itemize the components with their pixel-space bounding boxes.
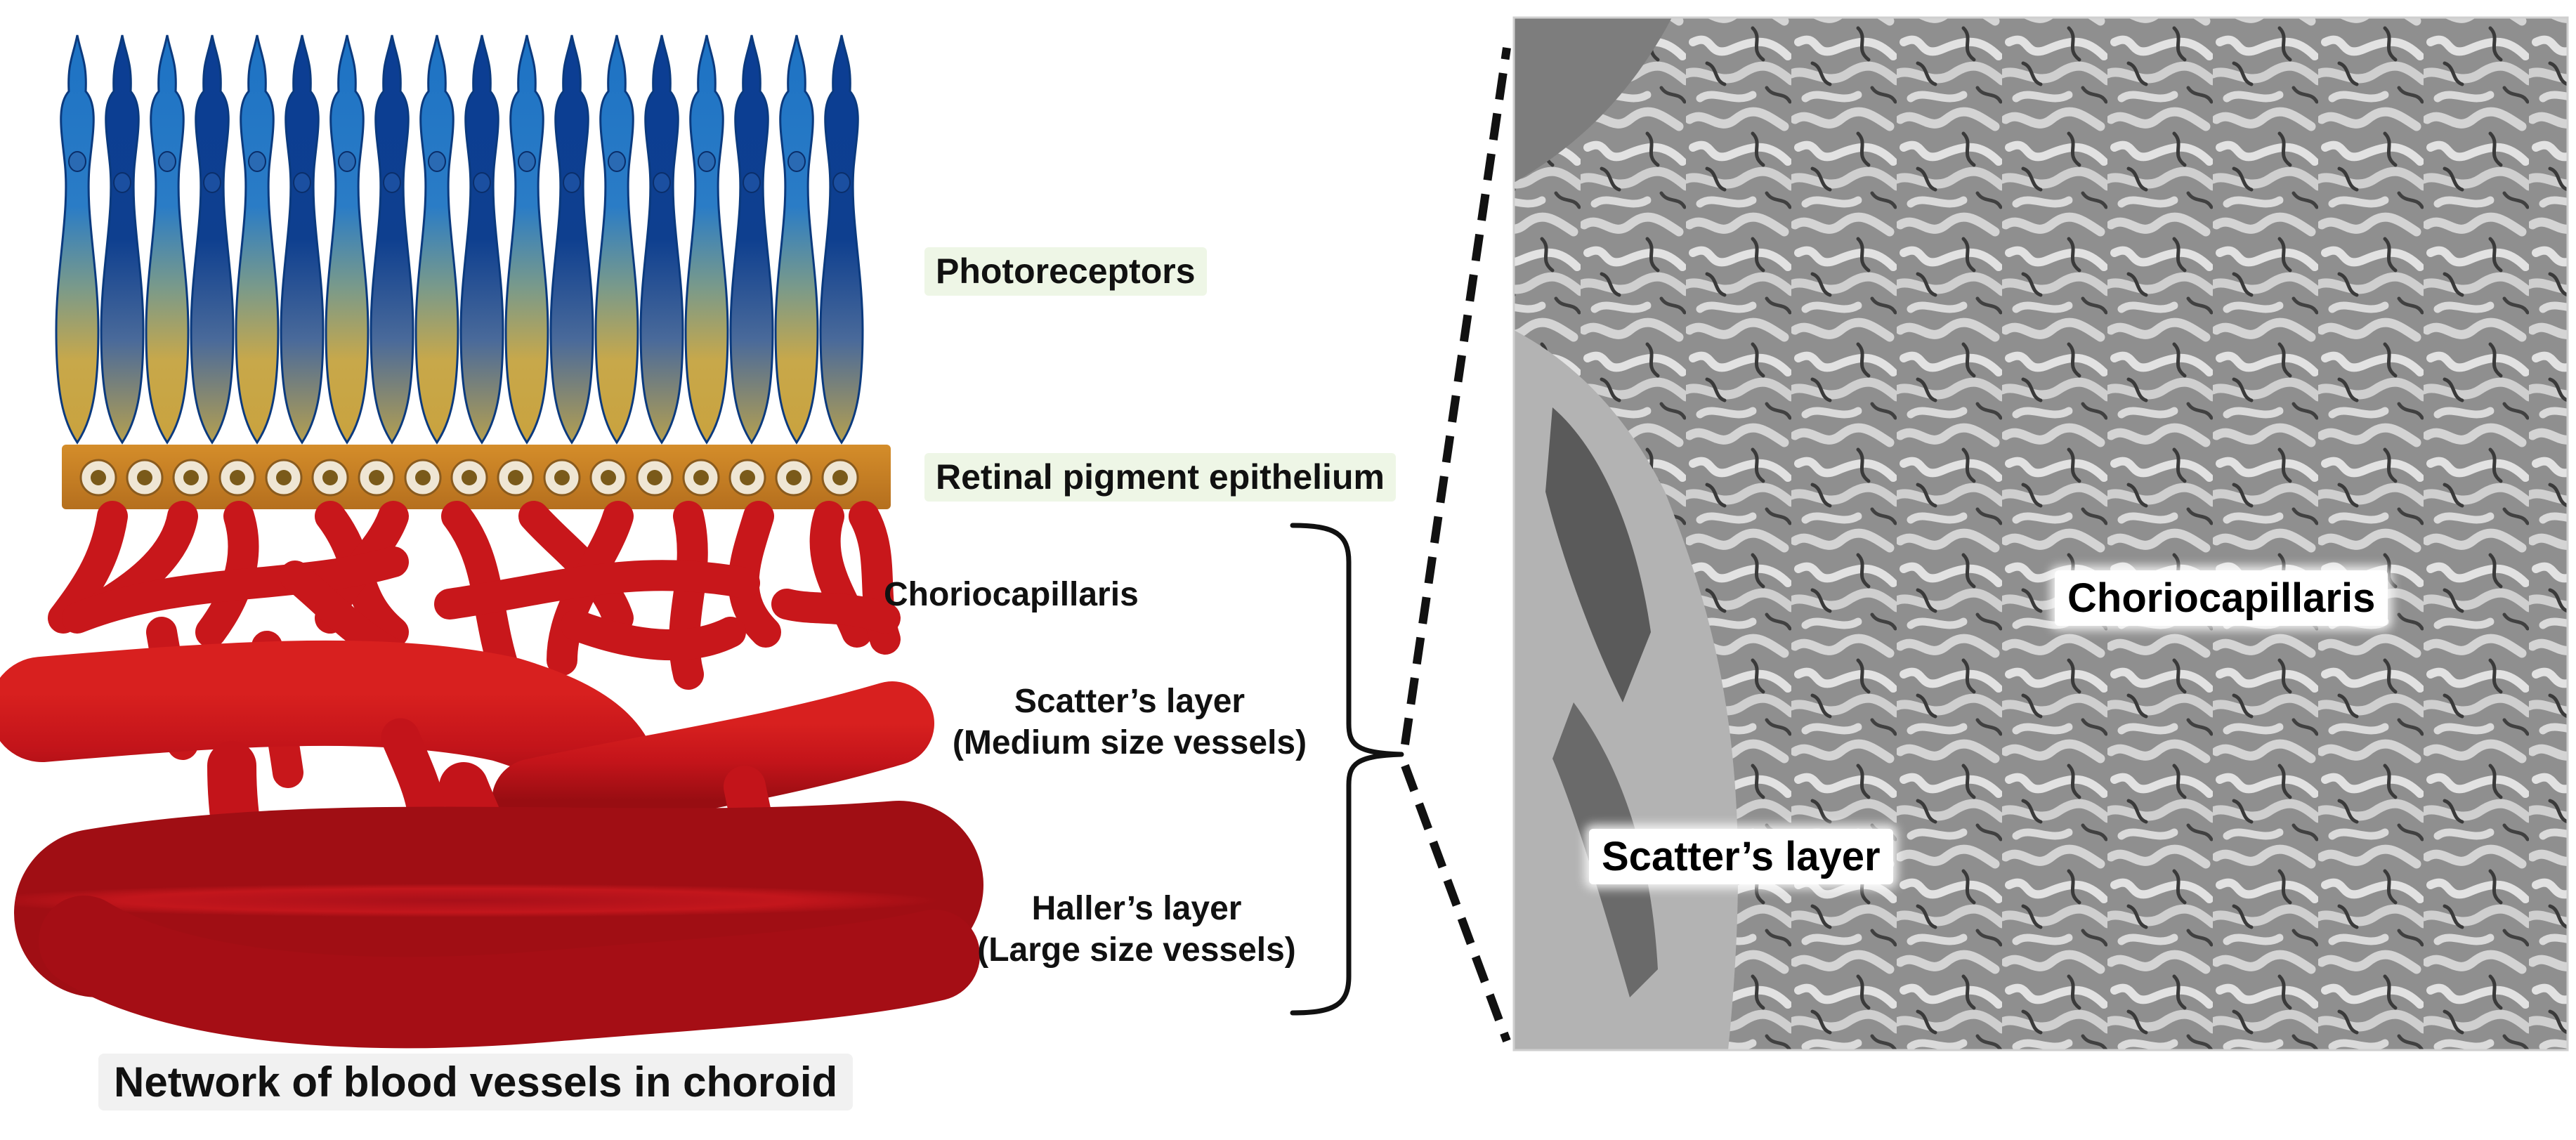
label-photoreceptors: Photoreceptors (924, 247, 1207, 296)
sem-label-choriocapillaris: Choriocapillaris (2055, 570, 2388, 626)
photoreceptor-cell (414, 34, 459, 445)
rpe-nucleus (276, 470, 292, 485)
photoreceptor-nucleus (473, 172, 491, 193)
rpe-nucleus (508, 470, 523, 485)
photoreceptor-nucleus (113, 172, 131, 193)
photoreceptor-nucleus (832, 172, 851, 193)
rpe-nucleus (183, 470, 199, 485)
label-retinal-pigment-epithelium: Retinal pigment epithelium (924, 453, 1396, 502)
label-hallers-layer-detail: (Large size vessels) (977, 931, 1296, 969)
label-scatters-layer-detail: (Medium size vessels) (952, 723, 1307, 761)
sem-micrograph (1512, 16, 2569, 1051)
photoreceptor-nucleus (787, 151, 806, 172)
photoreceptor-cell (325, 34, 370, 445)
figure-caption: Network of blood vessels in choroid (98, 1054, 854, 1110)
choroid-vessels (0, 501, 983, 1049)
rpe-nucleus (647, 470, 662, 485)
photoreceptor-cell (190, 34, 235, 445)
photoreceptor-nucleus (428, 151, 446, 172)
photoreceptor-nucleus (293, 172, 311, 193)
photoreceptor-cell (549, 34, 594, 445)
photoreceptor-nucleus (743, 172, 761, 193)
photoreceptor-nucleus (698, 151, 716, 172)
rpe-band (62, 445, 891, 509)
zoom-connector (1401, 47, 1511, 1043)
photoreceptor-nucleus (563, 172, 581, 193)
photoreceptor-cell (504, 34, 549, 445)
photoreceptor-cell (145, 34, 190, 445)
rpe-nucleus (601, 470, 616, 485)
photoreceptor-nucleus (383, 172, 401, 193)
rpe-nucleus (230, 470, 245, 485)
rpe-nucleus (369, 470, 384, 485)
label-scatters-layer: Scatter’s layer (Medium size vessels) (933, 681, 1326, 764)
photoreceptor-cell (819, 34, 864, 445)
rpe-nucleus (322, 470, 338, 485)
rpe-nucleus (137, 470, 152, 485)
label-hallers-layer: Haller’s layer (Large size vessels) (954, 889, 1319, 971)
rpe-nucleus (832, 470, 848, 485)
rpe-nucleus (415, 470, 431, 485)
rpe-nucleus (740, 470, 755, 485)
rpe-nucleus (786, 470, 802, 485)
photoreceptor-cell (774, 34, 819, 445)
rpe-nucleus (462, 470, 477, 485)
label-hallers-layer-name: Haller’s layer (1031, 890, 1242, 927)
rpe-nucleus (693, 470, 709, 485)
photoreceptor-nucleus (338, 151, 356, 172)
photoreceptor-cell (684, 34, 729, 445)
label-scatters-layer-name: Scatter’s layer (1014, 683, 1245, 720)
layer-bracket (1290, 523, 1404, 1016)
photoreceptor-nucleus (68, 151, 86, 172)
photoreceptor-cell (459, 34, 504, 445)
photoreceptor-cell (280, 34, 325, 445)
photoreceptor-cell (370, 34, 414, 445)
rpe-nucleus (554, 470, 570, 485)
photoreceptor-cell (55, 34, 100, 445)
photoreceptor-cell (235, 34, 280, 445)
photoreceptor-nucleus (608, 151, 626, 172)
photoreceptor-nucleus (518, 151, 536, 172)
photoreceptor-cell (729, 34, 774, 445)
photoreceptor-cells (55, 34, 864, 445)
photoreceptor-cell (100, 34, 145, 445)
label-choriocapillaris: Choriocapillaris (884, 576, 1139, 613)
photoreceptor-nucleus (158, 151, 176, 172)
photoreceptor-nucleus (248, 151, 266, 172)
photoreceptor-cell (639, 34, 684, 445)
photoreceptor-nucleus (653, 172, 671, 193)
photoreceptor-cell (594, 34, 639, 445)
rpe-nucleus (91, 470, 106, 485)
photoreceptor-nucleus (203, 172, 221, 193)
sem-label-scatters-layer: Scatter’s layer (1589, 829, 1893, 884)
